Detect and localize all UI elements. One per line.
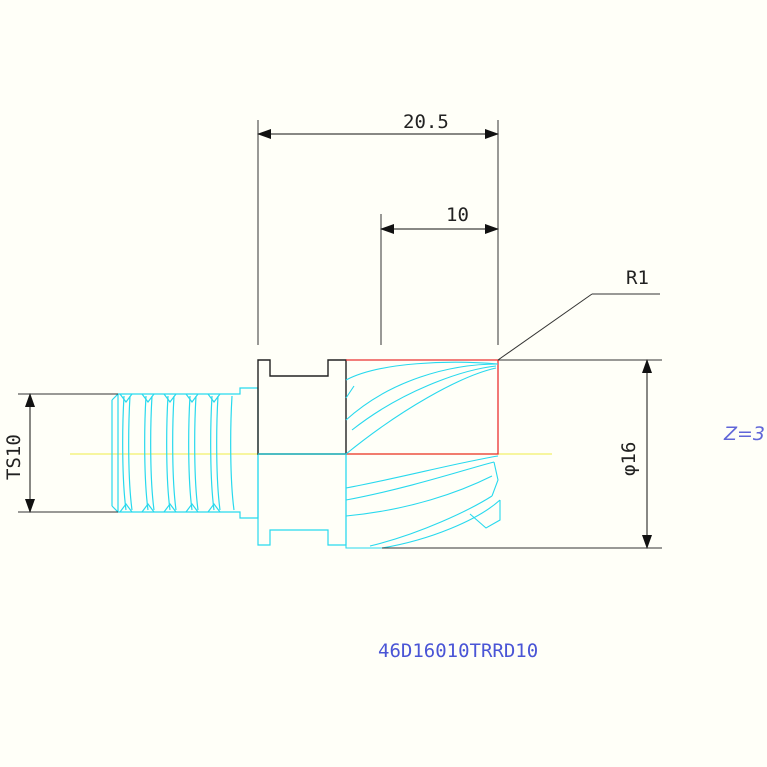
dim-diameter: φ16 [618, 442, 640, 476]
dimension-r1: R1 [497, 267, 660, 361]
flutes-upper [345, 361, 499, 455]
dimension-thread: TS10 [3, 393, 118, 513]
dimension-20-5: 20.5 [257, 111, 499, 345]
threaded-shank [111, 387, 259, 519]
dimension-10: 10 [380, 204, 499, 345]
flute-count-label: Z=3 [723, 423, 765, 445]
dimension-diameter: φ16 [382, 359, 662, 549]
neck-upper [257, 359, 347, 455]
dim-corner-radius: R1 [626, 267, 649, 289]
cutting-head-section [346, 359, 499, 455]
dim-cut-length: 10 [446, 204, 469, 226]
neck-lower [257, 454, 347, 546]
flutes-lower [345, 454, 501, 549]
dim-thread: TS10 [3, 434, 25, 480]
part-number-label: 46D16010TRRD10 [378, 640, 538, 662]
dim-overall-length: 20.5 [403, 111, 449, 133]
